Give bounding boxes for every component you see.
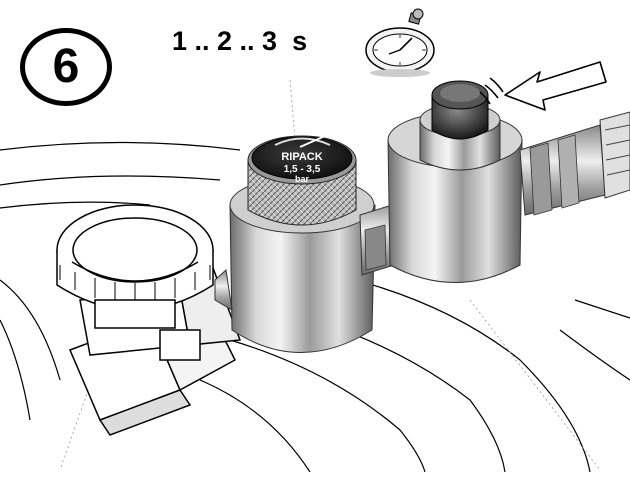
- step-badge: [20, 28, 112, 106]
- push-button: [431, 80, 489, 140]
- gauge-unit: bar: [295, 174, 310, 184]
- step-number: 6: [52, 40, 80, 93]
- gauge-range: 1,5 - 3,5: [284, 164, 321, 175]
- stopwatch-icon: [365, 8, 435, 77]
- gas-hose-fitting: [519, 111, 630, 216]
- timing-label: 1 .. 2 .. 3 s: [172, 26, 308, 56]
- gauge-brand: RIPACK: [281, 151, 322, 163]
- pressure-gauge: RIPACK 1,5 - 3,5 bar: [274, 135, 331, 184]
- regulator-body: [214, 135, 376, 353]
- motion-lines: [479, 77, 504, 105]
- keg-valve: [56, 204, 242, 436]
- push-arrow-icon: [504, 61, 607, 111]
